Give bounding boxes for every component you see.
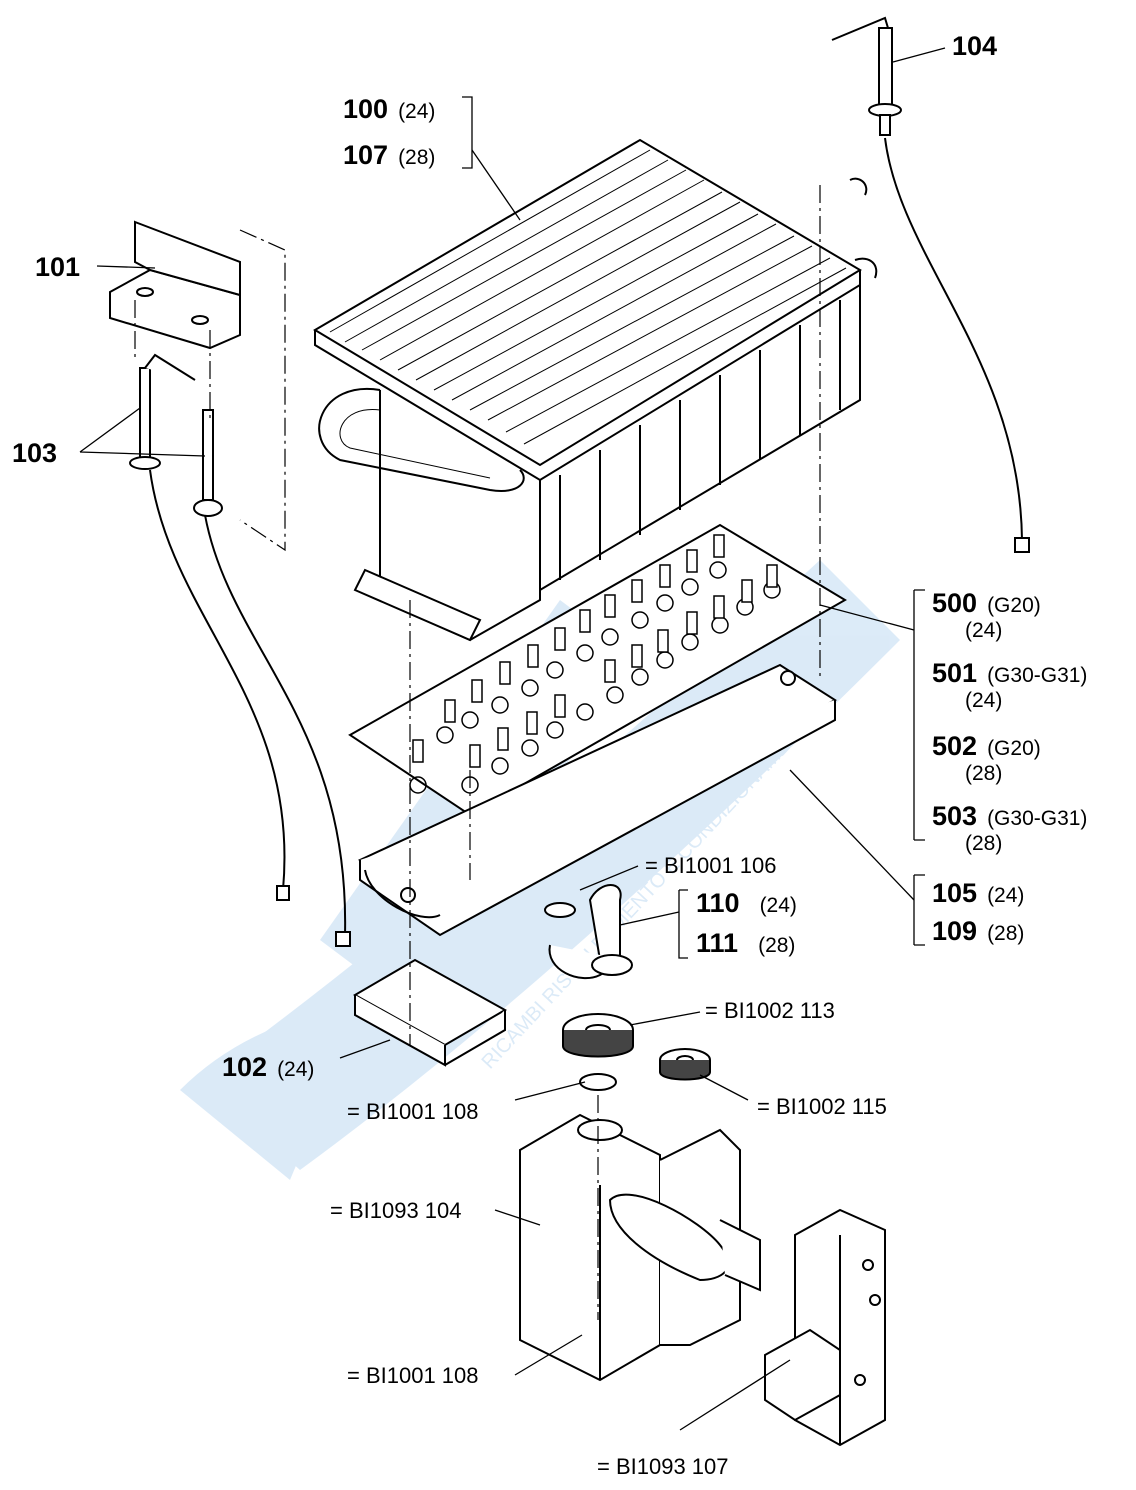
label-500-size: (24) [965, 619, 1003, 642]
burner-manifold [357, 663, 837, 937]
label-102: 102(24) [222, 1052, 315, 1082]
ref-bi1093-104: = BI1093 104 [330, 1198, 462, 1223]
gas-pipe-110 [544, 884, 633, 980]
shield-102 [352, 958, 508, 1067]
cover-107 [764, 1208, 886, 1447]
leader-lines [79, 47, 946, 1431]
ref-bi1002-113: = BI1002 113 [705, 998, 835, 1023]
label-501-size: (24) [965, 689, 1003, 712]
electrodes-103 [129, 353, 351, 947]
label-110: 110(24) [696, 888, 797, 918]
nozzle-plate [348, 523, 847, 817]
ref-bi1093-107: = BI1093 107 [597, 1454, 729, 1479]
label-105: 105(24) [932, 878, 1025, 908]
electrode-104 [831, 16, 1030, 553]
heat-exchanger [313, 138, 878, 642]
label-501: 501(G30-G31) [932, 658, 1088, 688]
label-503: 503(G30-G31) [932, 801, 1088, 831]
label-104: 104 [952, 31, 998, 61]
label-502-size: (28) [965, 762, 1003, 785]
seals [562, 1013, 711, 1339]
label-503-size: (28) [965, 832, 1003, 855]
label-100: 100(24) [343, 94, 436, 124]
ref-bi1001-108-top: = BI1001 108 [347, 1099, 479, 1124]
ref-bi1002-115: = BI1002 115 [757, 1094, 887, 1119]
ref-bi1001-108-bottom: = BI1001 108 [347, 1363, 479, 1388]
fin-stripes [329, 149, 847, 445]
ref-bi1001-106: = BI1001 106 [645, 853, 777, 878]
dash-dot-axes [134, 185, 821, 1320]
label-502: 502(G20) [932, 731, 1041, 761]
gas-valve [519, 1113, 761, 1382]
label-103: 103 [12, 438, 58, 468]
label-101: 101 [35, 252, 81, 282]
label-109: 109(28) [932, 916, 1025, 946]
label-111: 111(28) [696, 928, 796, 958]
label-107-top: 107(28) [343, 140, 436, 170]
label-500: 500(G20) [932, 588, 1041, 618]
bracket-101 [109, 220, 241, 350]
